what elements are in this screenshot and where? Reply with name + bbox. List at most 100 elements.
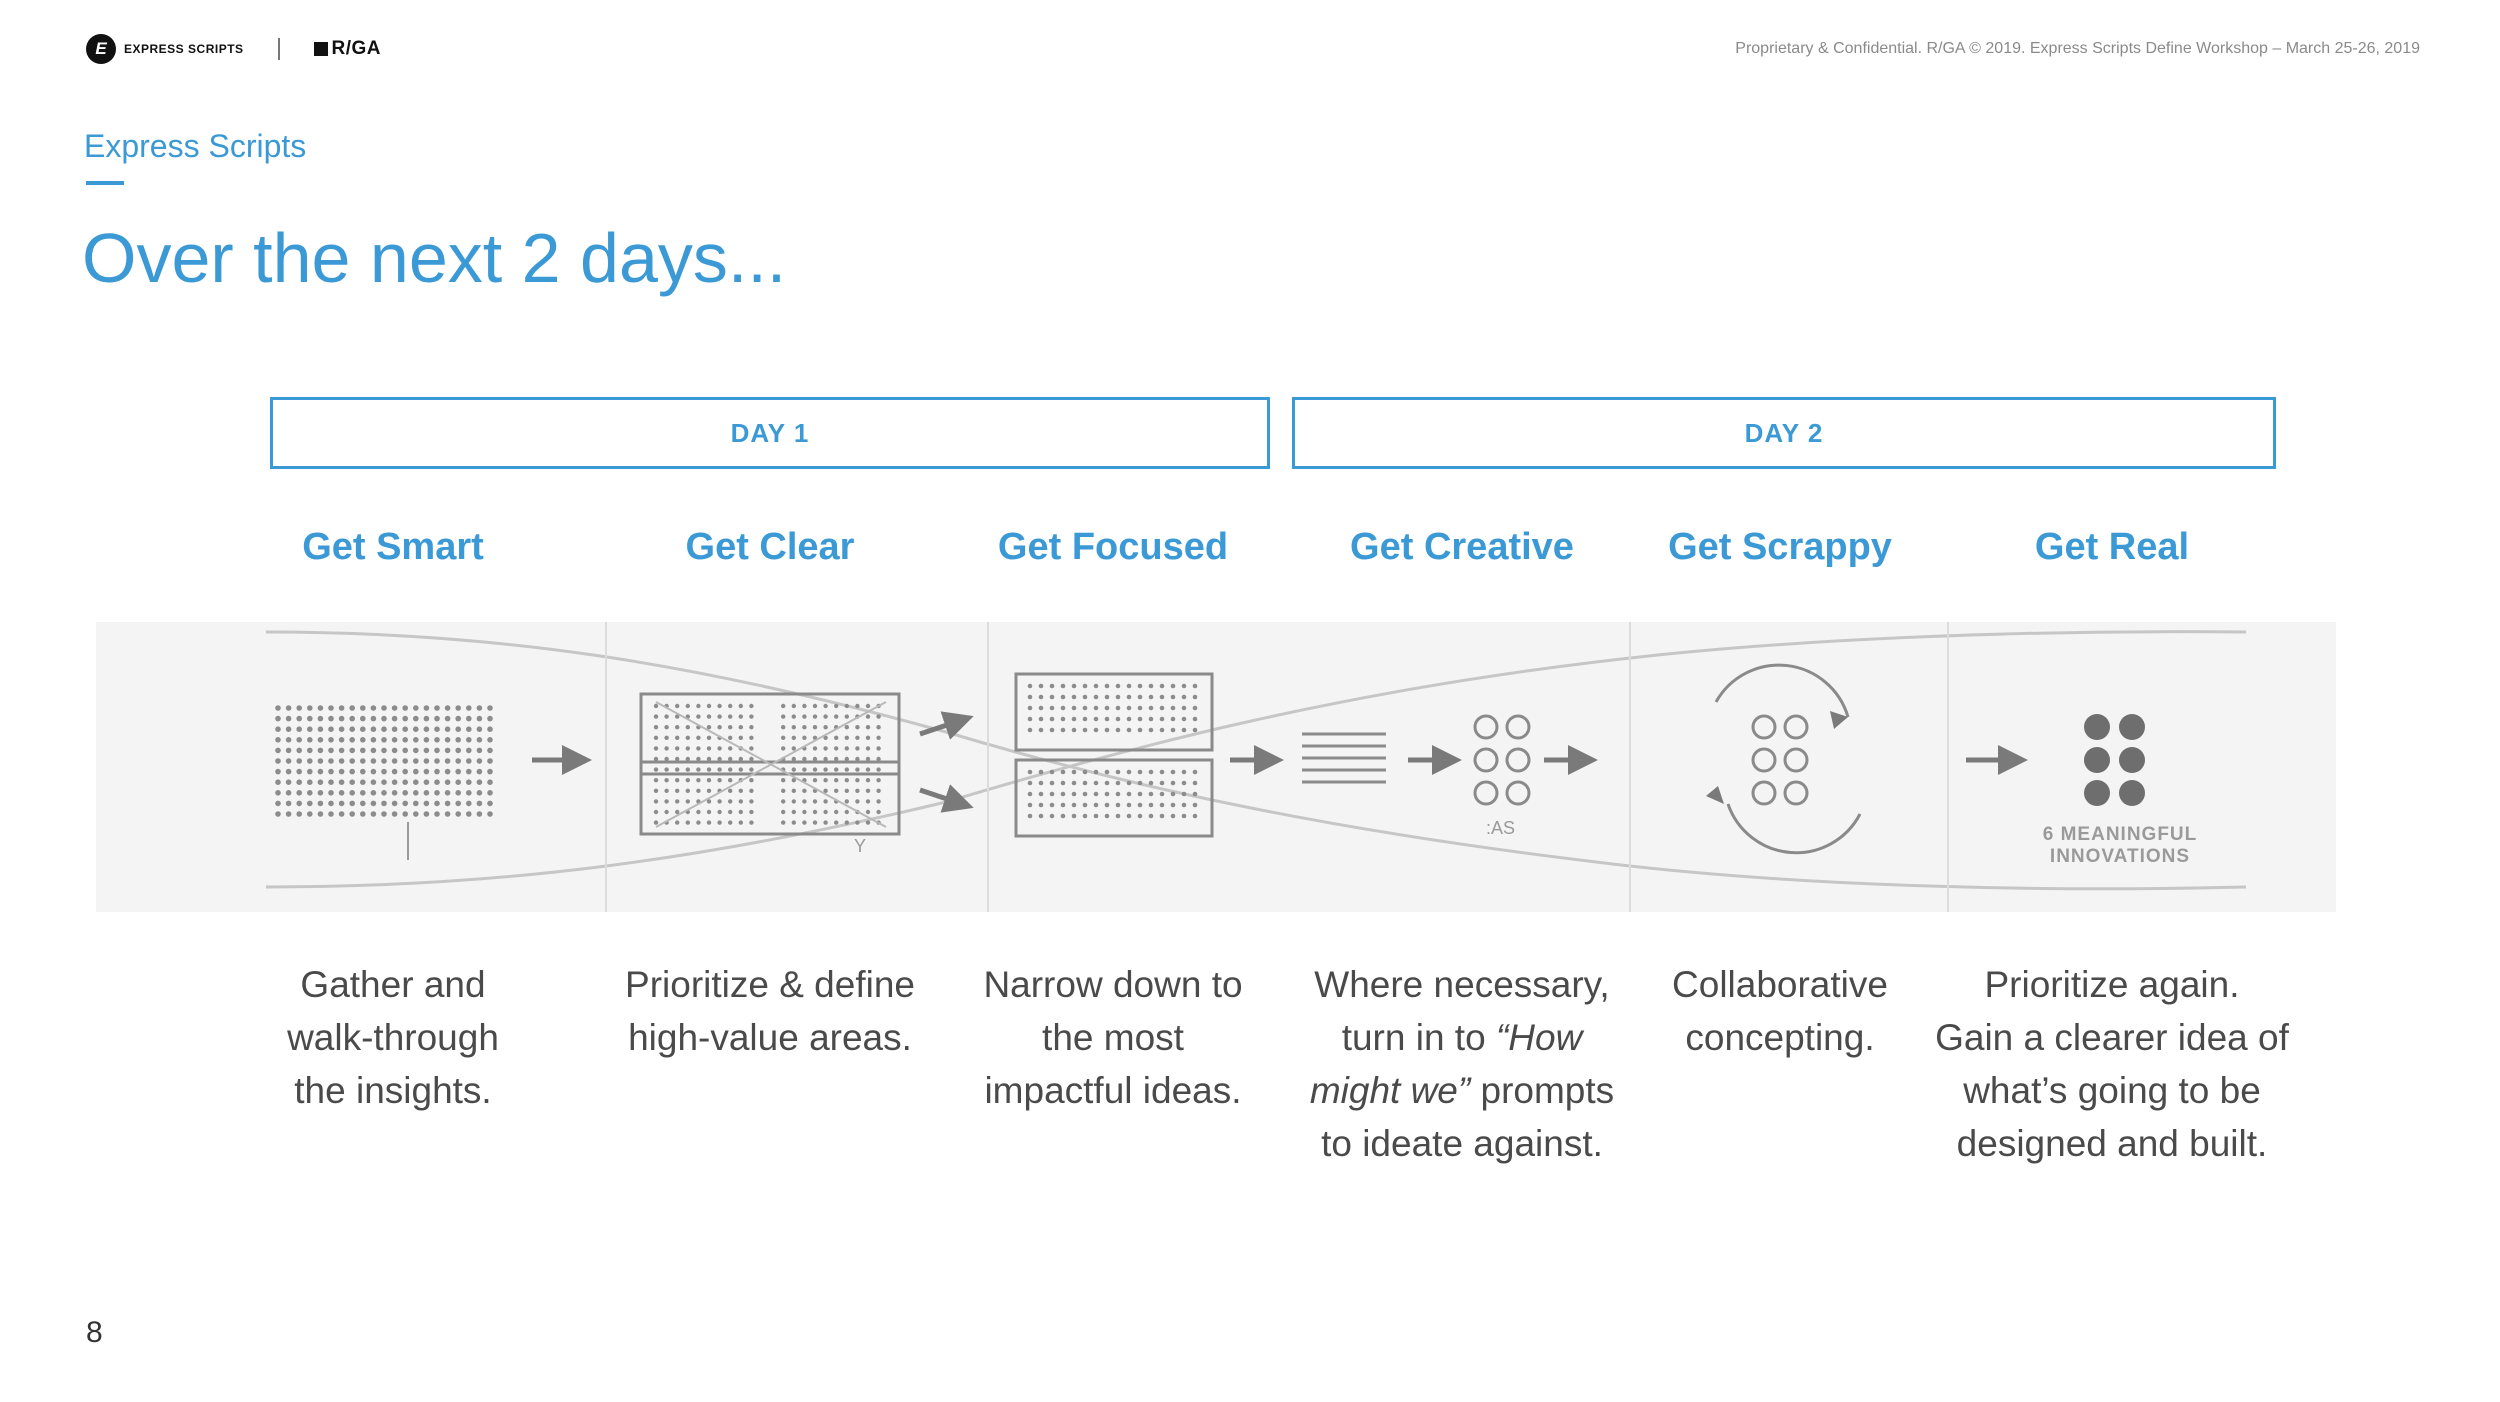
grid-dot <box>1115 694 1121 700</box>
grid-dot <box>1038 769 1044 775</box>
grid-dot <box>296 737 302 743</box>
grid-dot <box>1115 705 1121 711</box>
grid-dot <box>1082 705 1088 711</box>
grid-dot <box>749 746 754 751</box>
grid-dot <box>455 758 462 764</box>
desc-line: impactful ideas. <box>984 1070 1242 1111</box>
grid-dot <box>653 799 659 804</box>
grid-dot <box>328 715 334 722</box>
grid-dot <box>844 735 849 740</box>
grid-dot <box>328 737 334 743</box>
grid-dot <box>865 756 871 762</box>
grid-dot <box>317 790 324 796</box>
grid-dot <box>1093 727 1099 733</box>
grid-dot <box>391 726 398 732</box>
grid-dot <box>1159 769 1165 775</box>
grid-dot <box>307 715 313 722</box>
grid-dot <box>285 811 292 817</box>
grid-dot <box>402 768 409 775</box>
grid-dot <box>653 746 659 751</box>
grid-dot <box>653 809 659 815</box>
grid-dot <box>696 767 701 772</box>
grid-dot <box>296 705 302 711</box>
grid-dot <box>706 735 712 740</box>
grid-dot <box>1170 683 1176 689</box>
grid-dot <box>1137 683 1143 689</box>
grid-dot <box>381 768 387 775</box>
grid-dot <box>455 737 462 743</box>
grid-dot <box>728 767 733 772</box>
grid-dot <box>413 715 419 722</box>
grid-dot <box>1082 791 1088 797</box>
grid-dot <box>296 758 302 764</box>
grid-dot <box>434 747 440 754</box>
grid-dot <box>653 735 659 740</box>
grid-dot <box>307 779 313 785</box>
desc-line: Where necessary, <box>1314 964 1610 1005</box>
grid-dot <box>338 737 345 743</box>
phase-desc-get-creative: Where necessary, turn in to “How might w… <box>1272 958 1652 1170</box>
grid-dot <box>728 714 733 719</box>
grid-dot <box>823 735 828 740</box>
grid-dot <box>791 714 796 719</box>
phase-desc-get-scrappy: Collaborative concepting. <box>1590 958 1970 1064</box>
day-2-box: DAY 2 <box>1292 397 2276 469</box>
grid-dot <box>370 790 377 796</box>
grid-dot <box>413 726 419 732</box>
grid-dot <box>1060 780 1066 786</box>
grid-dot <box>1137 813 1143 819</box>
grid-dot <box>338 705 345 711</box>
grid-dot <box>434 811 440 817</box>
grid-dot <box>675 778 680 783</box>
grid-dot <box>1181 769 1187 775</box>
grid-dot <box>296 779 302 785</box>
grid-dot <box>675 756 680 762</box>
grid-dot <box>738 703 743 709</box>
grid-dot <box>275 779 281 785</box>
grid-dot <box>664 767 669 772</box>
grid-dot <box>675 820 680 825</box>
grid-dot <box>391 715 398 722</box>
grid-dot <box>444 726 451 732</box>
grid-dot <box>1104 727 1110 733</box>
grid-dot <box>487 790 493 796</box>
grid-dot <box>791 735 796 740</box>
grid-dot <box>1126 780 1132 786</box>
grid-dot <box>664 809 669 815</box>
grid-dot <box>1049 791 1055 797</box>
grid-dot <box>653 788 659 793</box>
grid-dot <box>381 800 387 807</box>
grid-dot <box>275 705 281 711</box>
grid-dot <box>466 779 472 785</box>
grid-dot <box>706 778 712 783</box>
grid-dot <box>275 790 281 796</box>
grid-dot <box>1049 694 1055 700</box>
grid-dot <box>781 714 786 719</box>
grid-dot <box>1093 769 1099 775</box>
grid-dot <box>402 726 409 732</box>
grid-dot <box>1159 716 1165 722</box>
grid-dot <box>391 737 398 743</box>
grid-dot <box>749 767 754 772</box>
grid-dot <box>1148 813 1154 819</box>
grid-dot <box>876 756 881 762</box>
grid-dot <box>317 768 324 775</box>
grid-dot <box>1104 694 1110 700</box>
desc-text: turn in to <box>1341 1017 1496 1058</box>
grid-dot <box>1192 802 1198 808</box>
grid-dot <box>802 809 807 815</box>
grid-dot <box>476 715 483 722</box>
grid-dot <box>402 779 409 785</box>
grid-dot <box>653 767 659 772</box>
grid-dot <box>738 820 743 825</box>
grid-dot <box>487 779 493 785</box>
grid-dot <box>370 811 377 817</box>
grid-dot <box>876 746 881 751</box>
grid-dot <box>360 811 366 817</box>
grid-dot <box>812 809 818 815</box>
grid-dot <box>307 705 313 711</box>
grid-dot <box>1027 769 1033 775</box>
grid-dot <box>1038 683 1044 689</box>
grid-dot <box>360 758 366 764</box>
grid-dot <box>802 788 807 793</box>
